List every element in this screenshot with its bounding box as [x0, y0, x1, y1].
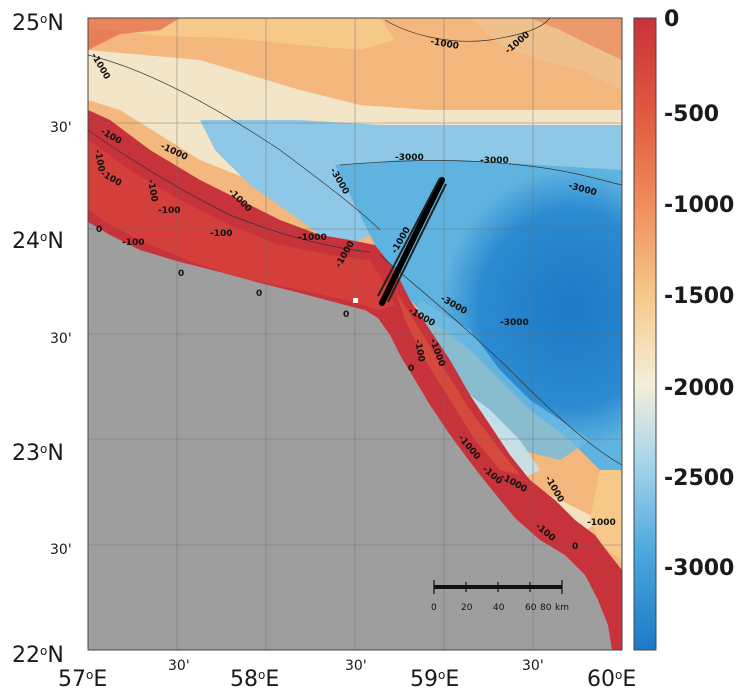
lon-label-58e: 58oE	[230, 667, 279, 691]
lon-label-57-30: 30'	[168, 658, 190, 674]
colorbar-label: -2000	[664, 376, 734, 401]
transect-line	[377, 177, 447, 306]
lat-label-22-30: 30'	[50, 542, 72, 558]
lat-label-23-30: 30'	[50, 331, 72, 347]
contour-label: -100	[122, 238, 145, 248]
scale-tick-label: 0	[431, 603, 437, 613]
contour-label: -100	[158, 206, 181, 216]
lower-right-shelf	[590, 470, 622, 560]
scale-tick-label: 20	[461, 603, 473, 613]
lat-label-22n: 22oN	[12, 643, 64, 668]
contour-label: -100	[412, 339, 426, 363]
coastal-red-top-right	[530, 18, 622, 60]
coastal-red-top	[88, 18, 180, 50]
colorbar-label: -3000	[664, 556, 734, 581]
contour-label: -1000	[429, 37, 459, 52]
lat-label-23n: 23oN	[12, 441, 64, 466]
contour-label: -100	[210, 229, 233, 239]
contour-label: 0	[343, 310, 349, 320]
contour-label: 0	[178, 269, 184, 279]
lower-shelf-pale	[470, 430, 600, 535]
lon-label-59e: 59oE	[410, 667, 459, 691]
latitude-labels: 25oN 30' 24oN 30' 23oN 30' 22oN	[12, 11, 72, 668]
contour-label: -1000	[587, 518, 616, 528]
colorbar: 0 -500 -1000 -1500 -2000 -2500 -3000	[633, 7, 734, 651]
lat-label-25n: 25oN	[12, 11, 64, 36]
scale-unit-label: km	[555, 603, 569, 613]
scale-tick-label: 40	[493, 603, 505, 613]
colorbar-label: 0	[664, 7, 679, 32]
contour-label: -3000	[500, 318, 529, 328]
lon-label-59-30: 30'	[522, 658, 544, 674]
contour-label: 0	[408, 364, 414, 374]
lat-label-24-30: 30'	[50, 120, 72, 136]
contour-label: -1000	[298, 233, 327, 243]
station-marker	[353, 298, 358, 303]
contour-label: -3000	[480, 156, 509, 166]
land-oman	[88, 222, 612, 650]
lat-label-24n: 24oN	[12, 229, 64, 254]
colorbar-label: -1500	[664, 284, 734, 309]
contour-label: -100	[92, 149, 106, 173]
scale-tick-label: 60	[525, 603, 537, 613]
deep-basin	[335, 160, 622, 470]
contour-label: -100	[145, 179, 159, 203]
colorbar-label: -1000	[664, 193, 734, 218]
colorbar-label: -500	[664, 102, 719, 127]
contour-label: 0	[96, 225, 102, 235]
slope-patch	[410, 300, 590, 460]
scale-bar: 0 20 40 60 80 km	[431, 580, 569, 613]
lon-label-60e: 60oE	[587, 667, 636, 691]
inner-shelf	[88, 140, 395, 310]
lon-label-57e: 57oE	[58, 667, 107, 691]
lon-label-58-30: 30'	[345, 658, 367, 674]
longitude-labels: 57oE 30' 58oE 30' 59oE 30' 60oE	[58, 658, 636, 691]
scale-tick-label: 80	[540, 603, 552, 613]
contour-label: -3000	[395, 153, 424, 163]
contour-lines	[87, 17, 623, 466]
colorbar-gradient	[633, 17, 657, 651]
graticule	[88, 18, 622, 650]
map-frame	[87, 17, 623, 651]
contour-label: 0	[572, 542, 578, 552]
colorbar-label: -2500	[664, 466, 734, 491]
contour-label: 0	[256, 289, 262, 299]
